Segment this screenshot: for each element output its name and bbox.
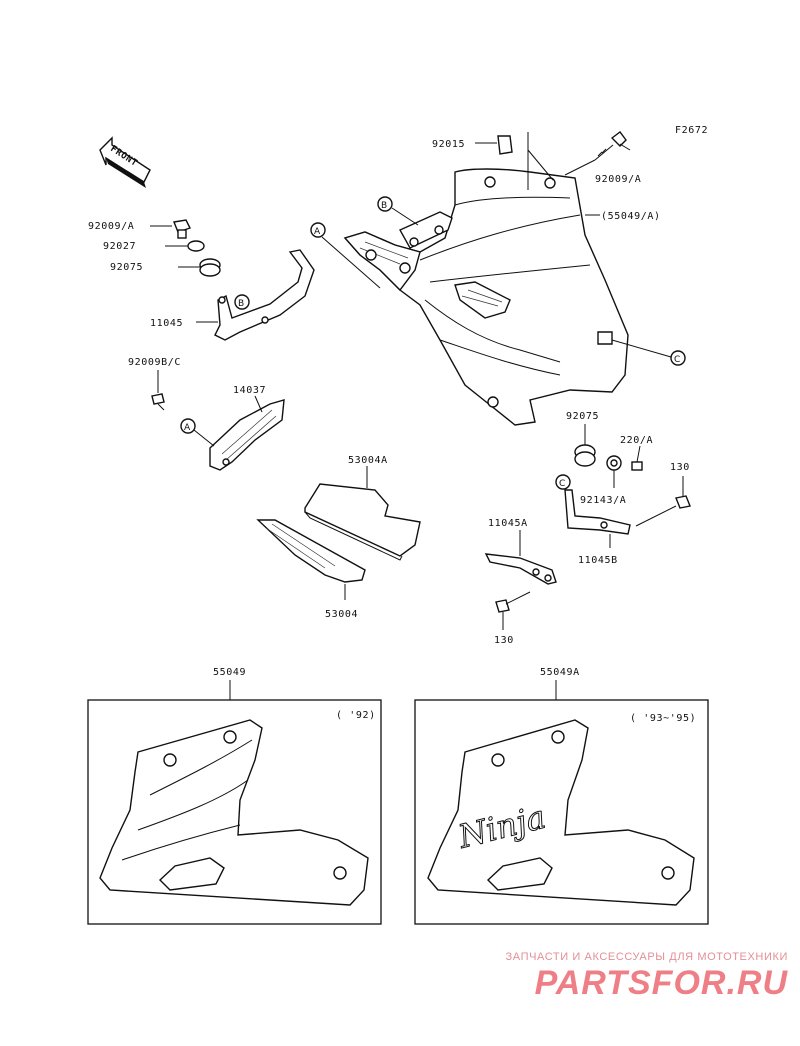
label-130-right: 130: [670, 462, 690, 473]
clip-92015: [475, 132, 554, 190]
label-55049a: 55049A: [540, 667, 580, 678]
label-55049a-ref: (55049/A): [601, 211, 661, 222]
callout-c-bottom: [555, 474, 571, 490]
label-92015: 92015: [432, 139, 465, 150]
collar-92027: [165, 240, 205, 252]
label-92027: 92027: [103, 241, 136, 252]
callout-a-left: [180, 418, 196, 434]
label-92075-right: 92075: [566, 411, 599, 422]
label-11045: 11045: [150, 318, 183, 329]
bracket-11045b: [564, 489, 631, 548]
watermark-subtitle: ЗАПЧАСТИ И АКСЕССУАРЫ ДЛЯ МОТОТЕХНИКИ: [505, 951, 788, 963]
svg-text:B: B: [238, 299, 244, 309]
bolt-92009bc: [151, 370, 165, 411]
svg-text:A: A: [184, 423, 191, 433]
callout-c-right: [670, 350, 686, 366]
label-53004: 53004: [325, 609, 358, 620]
bracket-11045a: [484, 530, 557, 585]
side-cowling-assembly: [343, 168, 629, 426]
grommet-92075-right: [574, 424, 596, 467]
label-55049: 55049: [213, 667, 246, 678]
year-label-93-95: ( '93~'95): [630, 713, 696, 724]
label-220a: 220/A: [620, 435, 653, 446]
year-label-92: ( '92): [336, 710, 376, 721]
variant-box-55049: 55049 ( '92): [87, 667, 382, 925]
label-11045b: 11045B: [578, 555, 618, 566]
label-92143a: 92143/A: [580, 495, 626, 506]
callout-b-top: [377, 196, 393, 212]
bolt-130-bottom: [495, 591, 531, 630]
panel-53004: [256, 519, 366, 600]
label-92075-left: 92075: [110, 262, 143, 273]
label-92009a-top: 92009/A: [595, 174, 641, 185]
label-130-bottom: 130: [494, 635, 514, 646]
bracket-11045: [196, 249, 315, 341]
bolt-130-right: [635, 476, 691, 527]
svg-text:C: C: [559, 479, 565, 489]
figure-code: F2672: [675, 125, 708, 136]
stay-14037: [209, 395, 285, 471]
label-14037: 14037: [233, 385, 266, 396]
bolt-92009a-left: [150, 219, 191, 239]
label-53004a: 53004A: [348, 455, 388, 466]
callout-a-top: [310, 222, 326, 238]
callout-b-left: [234, 294, 250, 310]
watermark-brand[interactable]: PARTSFOR.RU: [534, 964, 788, 1002]
svg-text:A: A: [314, 227, 321, 237]
panel-53004a: [304, 466, 421, 561]
front-arrow-icon: FRONT: [99, 136, 151, 188]
bolt-92009a-top: [564, 131, 631, 176]
svg-text:C: C: [674, 355, 680, 365]
label-92009bc: 92009B/C: [128, 357, 181, 368]
screw-220a: [631, 445, 643, 471]
label-11045a: 11045A: [488, 518, 528, 529]
grommet-92075-left: [178, 258, 221, 277]
nut-92143a: [606, 455, 622, 488]
svg-text:B: B: [381, 201, 387, 211]
variant-box-55049a: 55049A ( '93~'95) Ninja: [414, 667, 709, 925]
label-92009a-left: 92009/A: [88, 221, 134, 232]
